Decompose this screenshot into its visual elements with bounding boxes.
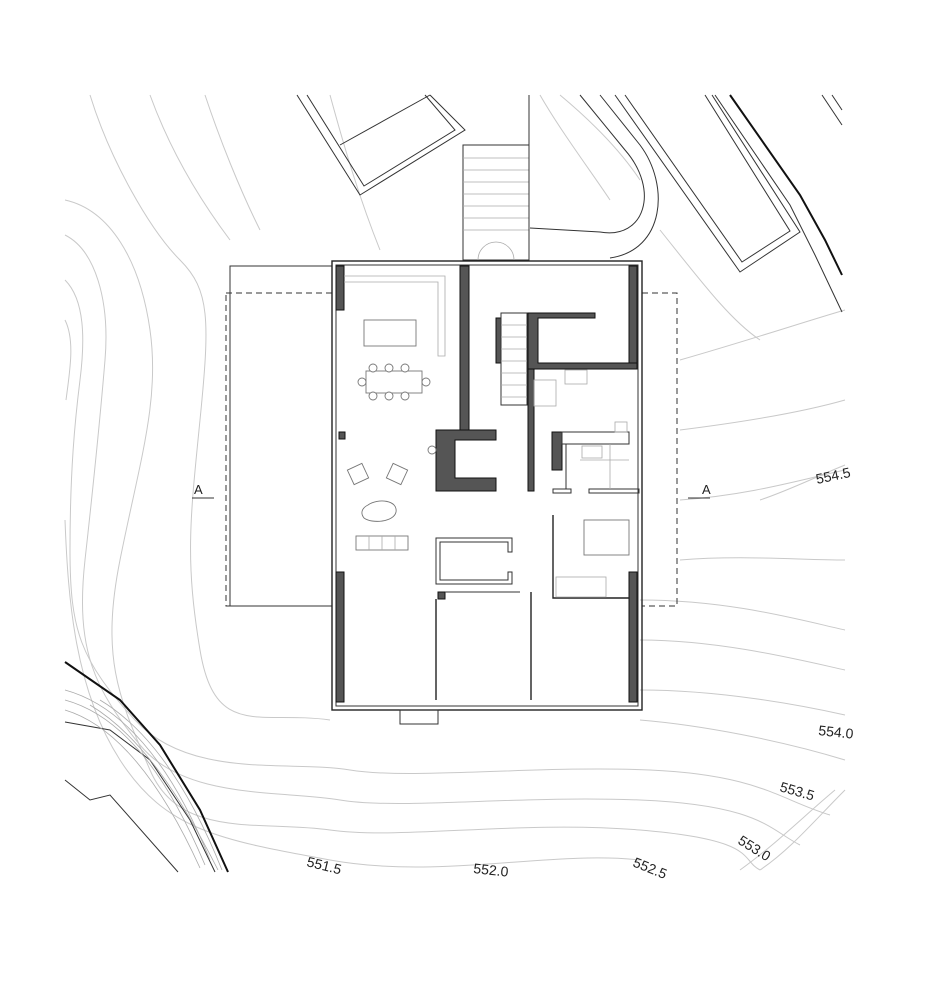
driveway-curve	[529, 94, 843, 313]
furniture	[346, 319, 630, 598]
contour-label-554-5: 554.5	[814, 464, 852, 487]
terrace-right	[642, 292, 678, 607]
coffee-table	[361, 500, 397, 522]
terrace-left	[225, 265, 333, 607]
contour-labels: 554.5 554.0 553.5 553.0 552.5 552.0 551.…	[305, 464, 854, 882]
kitchen-counter	[344, 275, 446, 357]
contour-label-553-5: 553.5	[778, 779, 816, 804]
neighbour-building-top	[296, 94, 466, 196]
sink	[427, 445, 437, 455]
dining-table	[365, 370, 423, 394]
contour-label-551-5: 551.5	[305, 853, 343, 877]
entrance-stairs-top	[462, 95, 530, 261]
section-marker-right: A	[688, 482, 711, 499]
road-embankment	[64, 661, 229, 873]
section-marker-left-label: A	[194, 482, 203, 497]
contour-label-554-0: 554.0	[818, 722, 855, 742]
terrain-contours	[64, 94, 846, 871]
interior-stair	[500, 312, 528, 406]
interior-partitions	[435, 431, 640, 700]
kitchen-island	[363, 319, 417, 347]
house-outline	[331, 260, 643, 725]
walls	[335, 265, 638, 703]
section-marker-right-label: A	[702, 482, 711, 497]
contour-label-552-5: 552.5	[631, 854, 670, 882]
bed	[583, 519, 630, 556]
section-marker-left: A	[192, 482, 214, 499]
armchair-right	[385, 462, 409, 486]
contour-label-552-0: 552.0	[473, 860, 510, 880]
armchair-left	[346, 462, 370, 486]
